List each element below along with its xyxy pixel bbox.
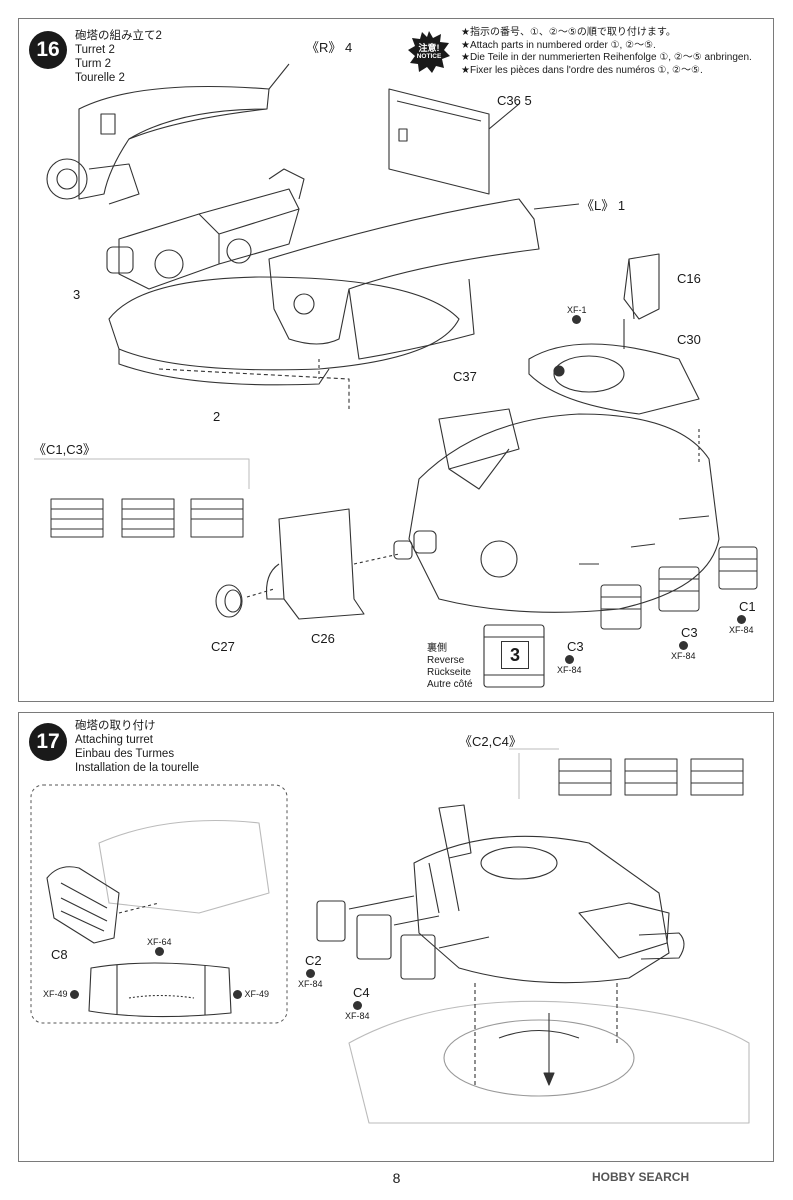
paint-drop-icon (154, 947, 164, 956)
step-16-illustration (34, 63, 758, 688)
title-ja: 砲塔の取り付け (75, 720, 156, 732)
note-ja: ★指示の番号、①、②～⑤の順で取り付けます。 (461, 27, 676, 38)
label-3: 3 (73, 287, 81, 302)
label-c1: C1 (739, 599, 756, 614)
paint-drop-icon (352, 1001, 362, 1010)
label-c30: C30 (677, 332, 701, 347)
label-c3-left: C3 (567, 639, 584, 654)
paint-xf1: XF-1 (567, 305, 587, 325)
label-l1: 《L》 1 (581, 198, 626, 213)
title-de: Turm 2 (75, 58, 111, 70)
label-c37: C37 (453, 369, 477, 384)
paint-xf49-left: XF-49 (43, 989, 80, 1000)
label-c16: C16 (677, 271, 701, 286)
label-c2: C2 (305, 953, 322, 968)
paint-xf84-c1: XF-84 (729, 615, 754, 635)
paint-xf84-c3-left: XF-84 (557, 655, 582, 675)
step-number-badge: 16 (29, 31, 67, 69)
title-fr: Tourelle 2 (75, 72, 125, 84)
paint-drop-icon (233, 989, 242, 999)
title-ja: 砲塔の組み立て2 (75, 30, 162, 42)
paint-xf64: XF-64 (147, 937, 172, 957)
paint-drop-icon (70, 989, 80, 999)
paint-xf84-c3-right: XF-84 (671, 641, 696, 661)
notice-top-text: 注意! (418, 43, 440, 53)
notice-starburst-icon (408, 31, 450, 73)
paint-drop-icon (305, 969, 315, 978)
step-17-panel: 17 砲塔の取り付け Attaching turret Einbau des T… (18, 712, 774, 1162)
page-number: 8 (392, 1170, 401, 1186)
paint-drop-icon (564, 655, 574, 664)
title-en: Turret 2 (75, 44, 115, 56)
title-fr: Installation de la tourelle (75, 762, 200, 774)
label-c4: C4 (353, 985, 370, 1000)
note-de: ★Die Teile in der nummerierten Reihenfol… (461, 52, 752, 63)
paint-drop-icon (572, 315, 582, 324)
paint-xf84-c4: XF-84 (345, 1001, 370, 1021)
step-titles: 砲塔の組み立て2 Turret 2 Turm 2 Tourelle 2 (75, 29, 162, 85)
label-c8: C8 (51, 947, 68, 962)
label-c27: C27 (211, 639, 235, 654)
step-titles: 砲塔の取り付け Attaching turret Einbau des Turm… (75, 719, 199, 775)
note-fr: ★Fixer les pièces dans l'ordre des numér… (461, 64, 703, 76)
watermark: HOBBY SEARCH (592, 1170, 690, 1184)
paint-xf84-c2: XF-84 (298, 969, 323, 989)
step-number-badge: 17 (29, 723, 67, 761)
paint-drop-icon (736, 615, 746, 624)
reverse-step-number: 3 (501, 641, 529, 669)
label-c26: C26 (311, 631, 335, 646)
reverse-side-label: 裏側 Reverse Rückseite Autre côté (427, 643, 473, 690)
label-r4: 《R》 4 (306, 40, 353, 55)
label-c2c4: 《C2,C4》 (459, 734, 522, 749)
paint-xf49-right: XF-49 (233, 989, 269, 1000)
notice-bottom-text: NOTICE (416, 53, 442, 60)
step-16-panel: 16 砲塔の組み立て2 Turret 2 Turm 2 Tourelle 2 注… (18, 18, 774, 702)
assembly-notes: ★指示の番号、①、②～⑤の順で取り付けます。 ★Attach parts in … (461, 27, 752, 77)
notice-badge: 注意! NOTICE (407, 30, 451, 74)
label-c36: C36 5 (497, 93, 532, 108)
paint-drop-icon (678, 641, 688, 650)
label-c3-right: C3 (681, 625, 698, 640)
label-2: 2 (213, 409, 221, 424)
title-en: Attaching turret (75, 734, 153, 746)
step-17-illustration (30, 748, 750, 1124)
label-c1c3: 《C1,C3》 (33, 442, 96, 457)
title-de: Einbau des Turmes (75, 748, 175, 760)
note-en: ★Attach parts in numbered order ①, ②～⑤. (461, 39, 656, 51)
